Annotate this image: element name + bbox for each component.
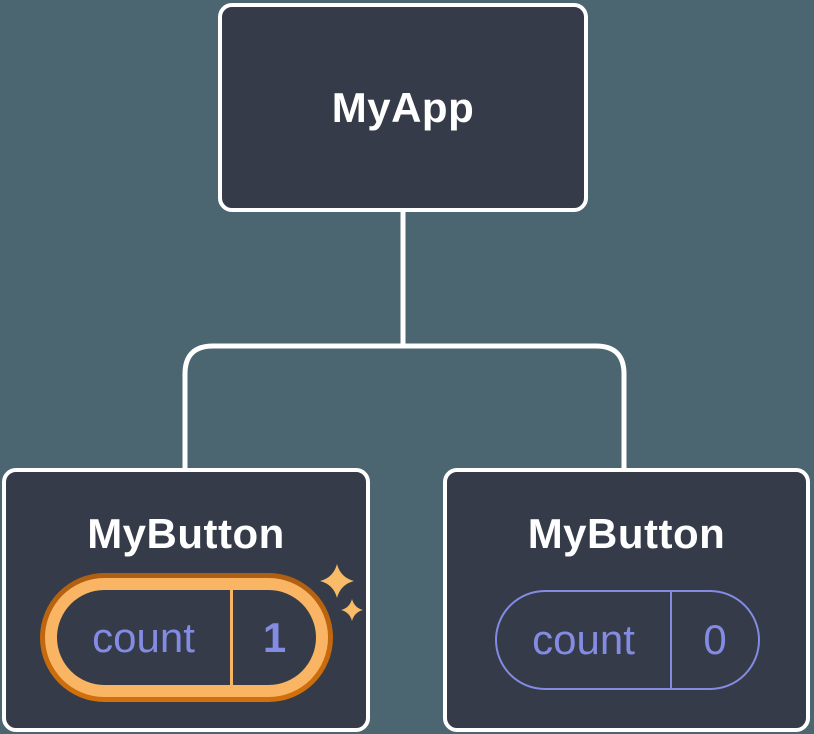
node-mybutton: MyButton count 0 bbox=[443, 468, 810, 732]
state-value: 0 bbox=[703, 616, 727, 663]
state-name: count bbox=[532, 616, 635, 663]
sparkle-icon bbox=[320, 564, 363, 621]
highlight-ring: count 1 bbox=[45, 578, 328, 697]
state-name: count bbox=[92, 613, 195, 661]
state-value: 1 bbox=[262, 613, 287, 661]
node-label: MyButton bbox=[87, 510, 285, 557]
state-name-segment: count bbox=[57, 590, 230, 685]
state-pill: count 0 bbox=[495, 590, 760, 690]
sparkle-small bbox=[341, 599, 363, 621]
sparkle-large bbox=[320, 564, 354, 598]
state-pill-highlighted: count 1 bbox=[40, 573, 333, 702]
state-value-segment: 0 bbox=[670, 592, 758, 688]
state-value-segment: 1 bbox=[230, 590, 316, 685]
node-label: MyButton bbox=[527, 510, 726, 557]
node-myapp: MyApp bbox=[218, 3, 588, 212]
node-mybutton-active: MyButton count 1 bbox=[2, 468, 370, 732]
state-pill-body: count 1 bbox=[57, 590, 316, 685]
node-label: MyApp bbox=[331, 83, 475, 131]
state-name-segment: count bbox=[497, 592, 670, 688]
connector-branch bbox=[182, 343, 627, 472]
